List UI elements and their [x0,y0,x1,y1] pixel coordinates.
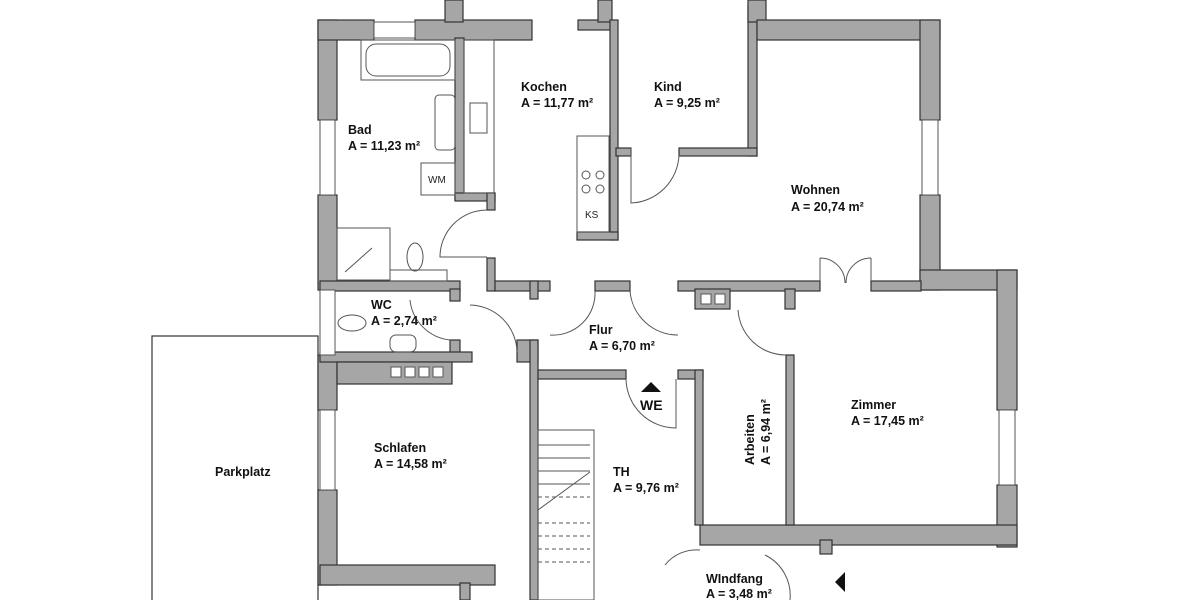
entry-arrow-icon [835,572,845,592]
fixtures [336,39,610,600]
room-name-zimmer: Zimmer [851,398,896,412]
windows [319,21,1016,491]
room-area-bad: A = 11,23 m² [348,139,420,153]
room-name-wc: WC [371,298,392,312]
room-name-windfang: WIndfang [706,572,763,586]
parking-label: Parkplatz [215,465,271,479]
room-name-kind: Kind [654,80,682,94]
room-area-zimmer: A = 17,45 m² [851,414,924,428]
room-area-kochen: A = 11,77 m² [521,96,593,110]
room-area-flur: A = 6,70 m² [589,339,655,353]
room-name-arbeiten: Arbeiten [743,414,757,465]
entrance-arrow-icon [641,382,661,392]
room-name-bad: Bad [348,123,372,137]
room-area-th: A = 9,76 m² [613,481,679,495]
room-area-schlafen: A = 14,58 m² [374,457,447,471]
room-name-wohnen: Wohnen [791,183,840,197]
room-name-th: TH [613,465,630,479]
washer-label: WM [428,175,446,186]
doors [409,148,872,600]
room-area-arbeiten: A = 6,94 m² [759,399,773,465]
parking-area [151,335,319,600]
walls [317,0,1018,600]
room-area-windfang: A = 3,48 m² [706,587,772,600]
room-name-flur: Flur [589,323,613,337]
room-name-schlafen: Schlafen [374,441,426,455]
room-area-wohnen: A = 20,74 m² [791,200,864,214]
room-area-wc: A = 2,74 m² [371,314,437,328]
room-labels: Bad A = 11,23 m² Kochen A = 11,77 m² Kin… [215,80,924,600]
entrance-label: WE [640,397,663,413]
chimney-flues [390,293,726,378]
fridge-label: KS [585,210,599,221]
room-area-kind: A = 9,25 m² [654,96,720,110]
room-name-kochen: Kochen [521,80,567,94]
